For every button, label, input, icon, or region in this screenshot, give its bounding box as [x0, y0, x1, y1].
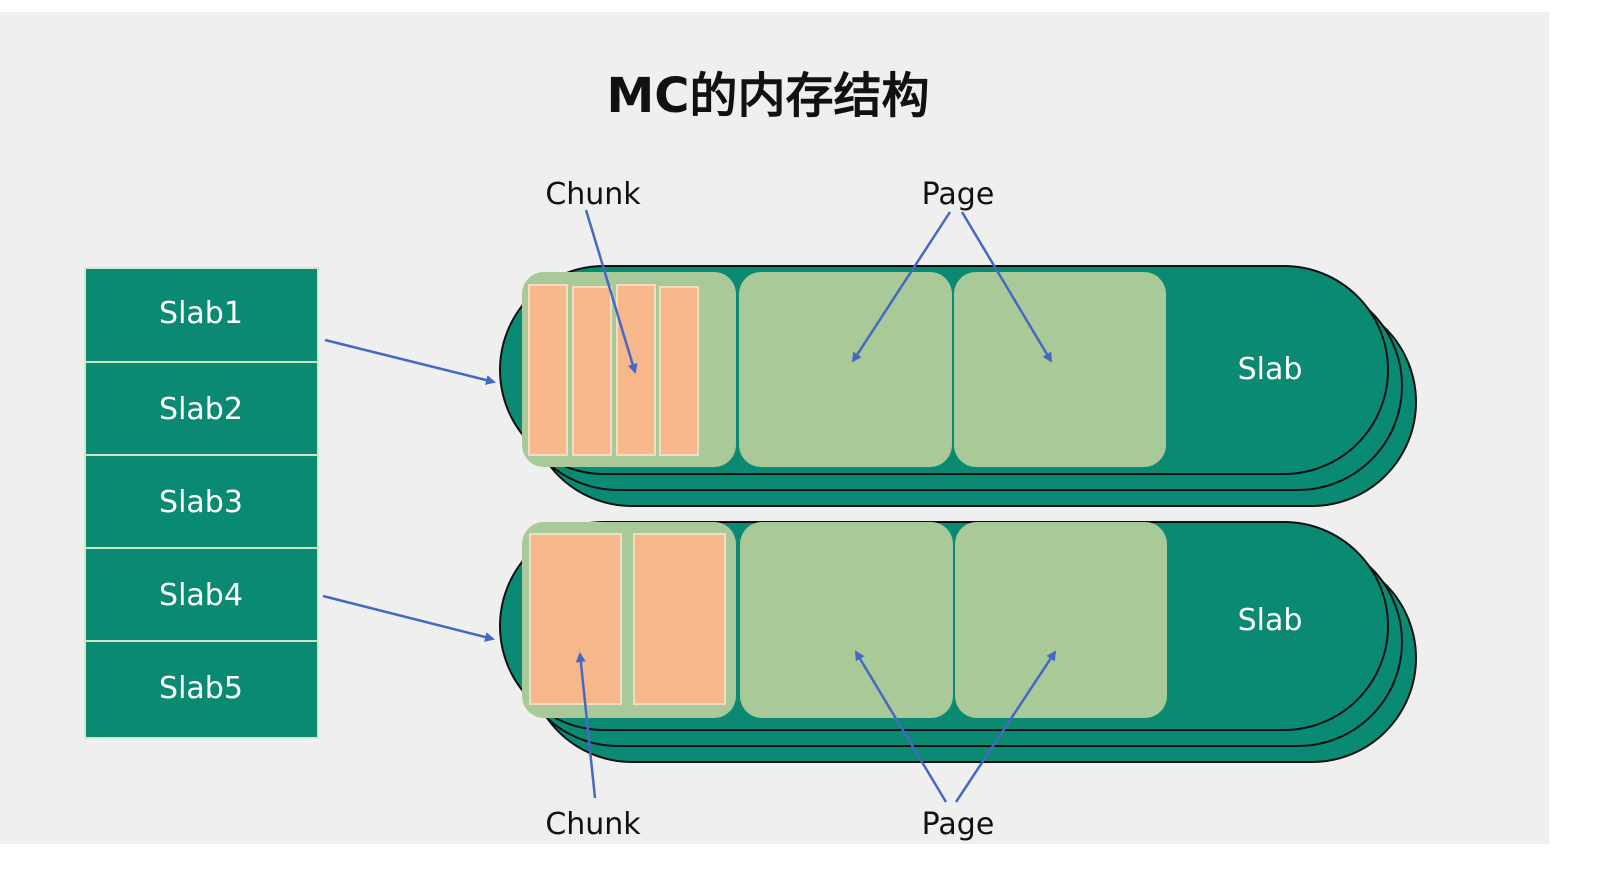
chunk-label-bottom: Chunk: [545, 807, 641, 842]
slab-list: Slab1 Slab2 Slab3 Slab4 Slab5: [84, 267, 319, 739]
page-label-top: Page: [922, 177, 995, 212]
chunk-label-top: Chunk: [545, 177, 641, 212]
slab-list-item-5: Slab5: [159, 671, 243, 706]
diagram-title: MC的内存结构: [607, 68, 930, 124]
arrow-page-bottom-left: [854, 650, 948, 803]
chunk-block: [529, 533, 622, 705]
arrow-slab1-to-slab: [324, 338, 496, 385]
chunk-block: [616, 284, 656, 456]
slab-list-box: [84, 267, 319, 739]
page-label-bottom: Page: [922, 807, 995, 842]
slab-group-top: Slab: [499, 265, 1417, 507]
arrow-chunk-top: [584, 209, 638, 374]
slab-list-item-2: Slab2: [159, 392, 243, 427]
page-block: [954, 272, 1166, 467]
page-block: [739, 272, 952, 467]
slab-group-label: Slab: [1238, 352, 1303, 387]
slab-list-item-4: Slab4: [159, 578, 243, 613]
page-block: [955, 522, 1167, 718]
chunk-block: [659, 286, 699, 456]
page-block: [740, 522, 953, 718]
chunk-block: [572, 286, 612, 456]
slab-list-item-1: Slab1: [159, 296, 243, 331]
arrow-page-bottom-right: [954, 650, 1057, 803]
chunk-block: [633, 533, 726, 705]
slab-group-label: Slab: [1238, 603, 1303, 638]
arrow-chunk-bottom: [575, 652, 597, 799]
arrow-page-top-left: [851, 211, 952, 363]
arrow-page-top-right: [960, 211, 1053, 363]
slab-list-item-3: Slab3: [159, 485, 243, 520]
slab-group-bottom: Slab: [499, 521, 1417, 763]
arrow-slab4-to-slab: [322, 594, 495, 642]
arrows: [322, 209, 1057, 803]
chunk-block: [528, 284, 568, 456]
